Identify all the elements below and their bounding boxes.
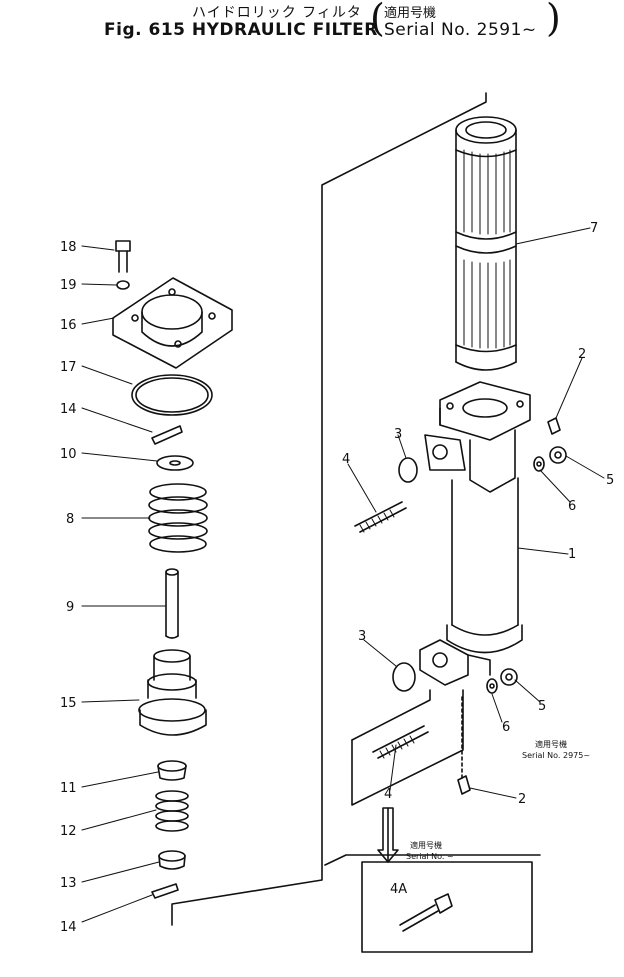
- bolt-guide-line-2: [351, 689, 431, 741]
- cotter-pin-lower: [151, 883, 179, 899]
- stud-bolt-upper: [354, 501, 407, 533]
- bolt-18: [115, 240, 131, 273]
- bolt-4a: [399, 893, 453, 932]
- callout-15: 15: [60, 696, 77, 711]
- callout-3-upper: 3: [394, 427, 402, 442]
- callout-10: 10: [60, 447, 77, 462]
- callout-13: 13: [60, 876, 77, 891]
- washer-19: [116, 280, 130, 290]
- o-ring-upper: [398, 457, 418, 483]
- close-paren: ): [546, 0, 561, 40]
- callout-11: 11: [60, 781, 77, 796]
- callout-18: 18: [60, 240, 77, 255]
- filter-case: [424, 381, 531, 654]
- cap-13: [158, 850, 186, 870]
- seat-11: [157, 760, 187, 781]
- callout-4-upper: 4: [342, 452, 350, 467]
- serial-box-top: [324, 854, 541, 866]
- serial-box-range: Serial No. ~: [406, 852, 454, 861]
- figure-title: Fig. 615 HYDRAULIC FILTER: [104, 20, 378, 40]
- serial-box-jp: 適用号機: [410, 840, 442, 850]
- washer-upper: [533, 456, 545, 472]
- callout-2-upper: 2: [578, 347, 586, 362]
- callout-7: 7: [590, 221, 598, 236]
- open-paren: (: [370, 0, 385, 40]
- nut-upper: [549, 446, 567, 464]
- pin-9: [165, 568, 179, 639]
- o-ring-lower: [392, 662, 416, 692]
- arrow-hatched: [377, 807, 399, 863]
- callout-17: 17: [60, 360, 77, 375]
- callout-1: 1: [568, 547, 576, 562]
- o-ring-17-inner: [135, 377, 209, 413]
- callout-2-lower: 2: [518, 792, 526, 807]
- washer-10: [156, 455, 194, 471]
- plug-upper: [547, 417, 561, 435]
- title-japanese: ハイドロリック フィルタ: [192, 5, 362, 21]
- filter-element: [455, 116, 517, 371]
- valve-15: [138, 649, 207, 736]
- callout-12: 12: [60, 824, 77, 839]
- nut-lower: [500, 668, 518, 686]
- callout-6-upper: 6: [568, 499, 576, 514]
- serial-2975-jp: 適用号機: [535, 739, 567, 749]
- callout-8: 8: [66, 512, 74, 527]
- callout-6-lower: 6: [502, 720, 510, 735]
- callout-5-lower: 5: [538, 699, 546, 714]
- serial-label-japanese: 適用号機: [384, 6, 437, 21]
- o-ring-17: [131, 374, 213, 416]
- callout-3-lower: 3: [358, 629, 366, 644]
- assembly-guide-line: [171, 92, 487, 926]
- serial-2975: Serial No. 2975~: [522, 751, 590, 760]
- plug-lower: [457, 775, 471, 795]
- stud-bolt-lower: [372, 725, 429, 759]
- callout-4-lower: 4: [384, 787, 392, 802]
- spring-8: [148, 483, 208, 553]
- serial-box: [361, 861, 533, 953]
- spring-12: [155, 790, 189, 832]
- serial-range: Serial No. 2591~: [384, 20, 537, 40]
- lower-flange: [419, 639, 491, 686]
- cover-16: [112, 277, 233, 369]
- callout-16: 16: [60, 318, 77, 333]
- callout-19: 19: [60, 278, 77, 293]
- callout-4A: 4A: [390, 882, 407, 897]
- callout-14-upper: 14: [60, 402, 77, 417]
- bolt-guide-line: [351, 689, 464, 806]
- cotter-pin-upper: [151, 425, 183, 445]
- washer-lower: [486, 678, 498, 694]
- callout-9: 9: [66, 600, 74, 615]
- leader-lines: [81, 227, 605, 923]
- callout-5-upper: 5: [606, 473, 614, 488]
- callout-14-lower: 14: [60, 920, 77, 935]
